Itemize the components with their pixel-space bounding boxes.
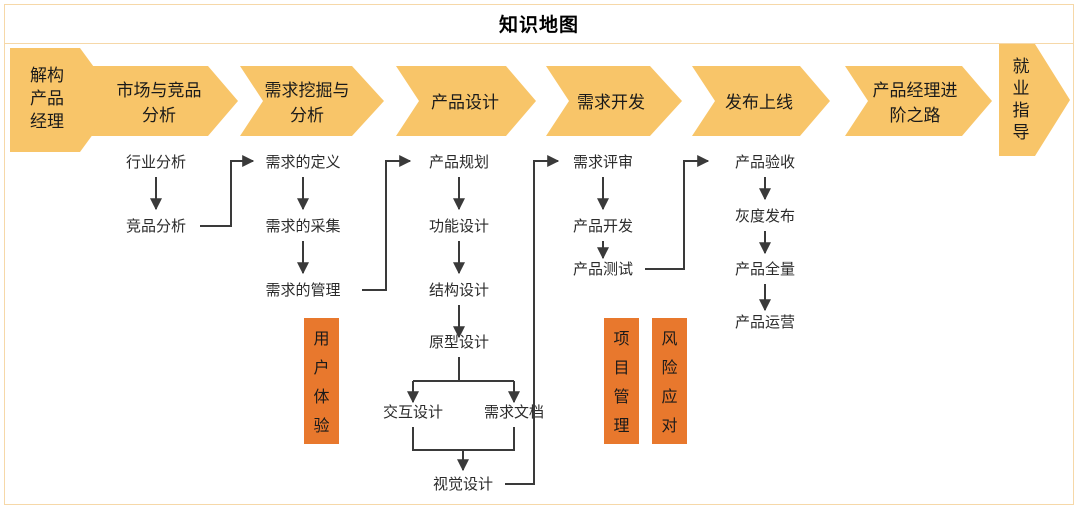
- vbox-label-line-2: 目: [613, 360, 629, 377]
- chevron-label-line-3: 经理: [30, 112, 64, 131]
- vbox-label-line-2: 险: [661, 359, 677, 377]
- node-xuqiu-caiji[interactable]: 需求的采集: [265, 218, 340, 235]
- chevron-label-line-2: 阶之路: [890, 106, 941, 125]
- node-xuqiu-wendang[interactable]: 需求文档: [484, 404, 544, 421]
- chevron-chanpin-jingli-jinjie[interactable]: 产品经理进 阶之路: [845, 66, 992, 136]
- vbox-yonghu-tiyan[interactable]: 用 户 体 验: [304, 318, 339, 444]
- node-gongneng-sheji[interactable]: 功能设计: [429, 218, 489, 235]
- chevron-label-line-1: 发布上线: [725, 93, 793, 112]
- chevron-label-line-1: 需求开发: [577, 93, 645, 112]
- page-title: 知识地图: [498, 15, 579, 36]
- connector-guanli-to-guihua: [362, 155, 412, 291]
- vbox-label-line-4: 对: [661, 417, 677, 435]
- chevron-label-line-2: 分析: [290, 106, 324, 125]
- chevron-fabu-shangxian[interactable]: 发布上线: [692, 66, 830, 136]
- node-yuanxing-sheji[interactable]: 原型设计: [429, 334, 489, 351]
- node-shijue-sheji[interactable]: 视觉设计: [433, 476, 493, 493]
- vbox-fengxian-yingdui[interactable]: 风 险 应 对: [652, 318, 687, 444]
- chevron-label-line-3: 指: [1013, 101, 1030, 120]
- connector-shijue-to-pingshen: [505, 155, 560, 485]
- vbox-label-line-3: 管: [613, 388, 629, 406]
- connector-jingpin-to-xuqiu-dingyi: [200, 155, 255, 227]
- chevron-xuqiu-kaifa[interactable]: 需求开发: [546, 66, 682, 136]
- chevron-chanpin-sheji[interactable]: 产品设计: [396, 66, 536, 136]
- vbox-label-line-1: 项: [613, 331, 629, 348]
- vbox-label-line-4: 理: [613, 418, 629, 435]
- node-jiegou-sheji[interactable]: 结构设计: [429, 282, 489, 299]
- chevron-label-line-2: 分析: [142, 106, 176, 125]
- vbox-label-line-3: 体: [313, 388, 329, 406]
- chevron-shichang-jingpin-fenxi[interactable]: 市场与竞品 分析: [90, 66, 238, 136]
- chevron-label-line-1: 产品经理进: [873, 81, 958, 100]
- node-jingpin-fenxi[interactable]: 竞品分析: [126, 217, 186, 235]
- node-xuqiu-guanli[interactable]: 需求的管理: [265, 282, 340, 299]
- chevron-label-line-1: 市场与竞品: [117, 81, 202, 100]
- vbox-label-line-4: 验: [313, 417, 329, 435]
- chevron-label-line-1: 需求挖掘与: [265, 81, 350, 100]
- chevron-xuqiu-wajue-fenxi[interactable]: 需求挖掘与 分析: [240, 66, 384, 136]
- chevron-label-line-2: 产品: [30, 89, 64, 108]
- connector-ceshi-to-yanshou: [645, 155, 710, 270]
- chevron-label-line-4: 导: [1013, 123, 1030, 142]
- chevron-jiegou-chanpin-jingli[interactable]: 解构 产品 经理: [10, 48, 118, 152]
- vbox-label-line-2: 户: [313, 359, 329, 377]
- node-xuqiu-pingshen[interactable]: 需求评审: [573, 154, 633, 171]
- node-jiaohu-sheji[interactable]: 交互设计: [383, 403, 443, 421]
- node-chanpin-yanshou[interactable]: 产品验收: [735, 154, 795, 171]
- node-chanpin-kaifa[interactable]: 产品开发: [573, 218, 633, 235]
- node-chanpin-quanliang[interactable]: 产品全量: [735, 260, 795, 278]
- chevron-jiuye-zhidao[interactable]: 就 业 指 导: [999, 44, 1070, 156]
- connector-yuanxing-split: [412, 357, 514, 398]
- title-bar: 知识地图: [4, 4, 1074, 44]
- node-chanpin-ceshi[interactable]: 产品测试: [573, 261, 633, 278]
- node-chanpin-guihua[interactable]: 产品规划: [429, 154, 489, 171]
- chevron-label-line-1: 就: [1013, 57, 1030, 76]
- vbox-xiangmu-guanli[interactable]: 项 目 管 理: [604, 318, 639, 444]
- vbox-label-line-1: 用: [313, 331, 329, 348]
- node-huidu-fabu[interactable]: 灰度发布: [735, 208, 795, 225]
- chevron-label-line-2: 业: [1013, 79, 1030, 98]
- vbox-label-line-3: 应: [661, 387, 677, 406]
- vbox-label-line-1: 风: [661, 331, 677, 348]
- node-chanpin-yunying[interactable]: 产品运营: [735, 314, 795, 331]
- node-hangye-fenxi[interactable]: 行业分析: [126, 154, 186, 171]
- chevron-label-line-1: 产品设计: [431, 93, 499, 112]
- node-xuqiu-dingyi[interactable]: 需求的定义: [265, 154, 340, 171]
- chevron-label-line-1: 解构: [30, 66, 64, 85]
